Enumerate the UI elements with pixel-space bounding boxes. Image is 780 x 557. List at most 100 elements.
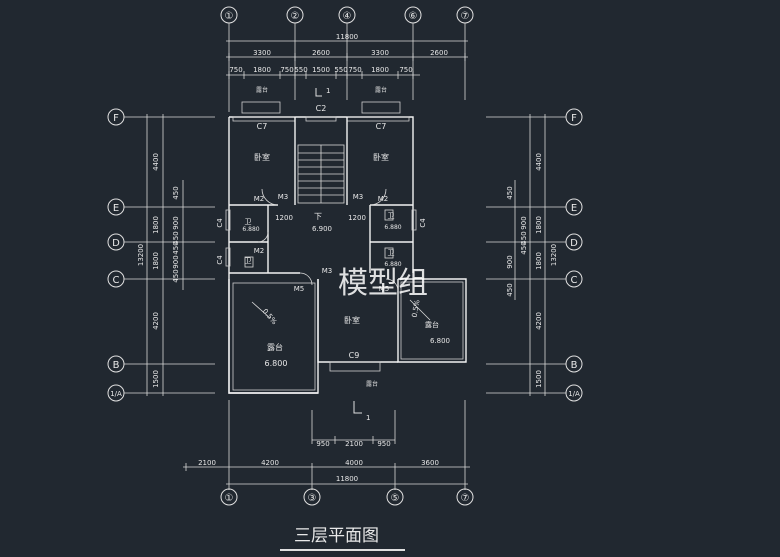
side-dim-outer-4: 1500 [152,370,160,388]
bedroom-label-nw: 卧室 [254,152,270,162]
rside-dim-inner-4: 900 [506,255,514,268]
door-m3-2: M3 [353,193,364,201]
rside-dim-inner-6: 450 [506,283,514,296]
bottom-dimensions: 950 2100 950 2100 4200 4000 3600 11800 [183,400,470,490]
side-dim-outer-2: 1800 [152,252,160,270]
top-dim-l2-3: 2600 [430,49,448,57]
door-m2-1: M2 [254,195,265,203]
inner-dim-right: 1200 [348,214,366,222]
bottom-dim-l2-1: 4200 [261,459,279,467]
bedroom-label-s: 卧室 [344,315,360,325]
balcony-label-sw: 露台 [267,342,283,352]
top-axis-markers: ① ② ④ ⑥ ⑦ [220,6,474,112]
door-m5-2: M5 [379,285,390,293]
axis-label-left-3: C [113,275,120,286]
door-m3-1: M3 [278,193,289,201]
axis-label-left-5: 1/A [110,390,122,398]
axis-label-top-4: ⑦ [461,11,470,22]
balcony-label-top-left: 露台 [256,86,268,94]
wc-label-e: 卫 [388,249,395,257]
left-axis-markers: F E D C B 1/A [107,108,215,402]
rside-dim-inner-0: 450 [506,186,514,199]
top-dim-l3-4: 1500 [312,66,330,74]
side-dim-inner-3: 450 [172,241,180,254]
rside-dim-outer-4: 1500 [535,370,543,388]
rside-dim-outer-0: 4400 [535,153,543,171]
bottom-dim-l2-2: 4000 [345,459,363,467]
top-dim-l2-1: 2600 [312,49,330,57]
window-c2: C2 [316,104,327,113]
rside-dim-inner-1: 900 [520,216,528,229]
right-dimensions: 4400 1800 1800 4200 1500 13200 450 900 4… [506,153,558,388]
window-c7-right: C7 [376,122,387,131]
elevation-labels: 6.900 6.880 6.880 6.800 6.800 6.880 [242,224,450,368]
top-dim-l2-0: 3300 [253,49,271,57]
window-c4-left-1: C4 [216,218,224,228]
top-dim-total: 11800 [336,33,358,41]
elevation-wc-e: 6.880 [384,261,401,268]
top-dim-l3-6: 750 [348,66,361,74]
axis-label-bottom-3: ⑦ [461,493,470,504]
window-c4-left-2: C4 [216,255,224,265]
rside-dim-inner-3: 450 [520,241,528,254]
rside-dim-outer-1: 1800 [535,216,543,234]
stair-treads [297,144,345,204]
room-labels: 露台 露台 卧室 卧室 卧室 露台 露台 露台 下 卫 卫 卫 卫 [245,86,440,388]
rside-dim-outer-2: 1800 [535,252,543,270]
bath-label-e: 卫 [388,212,395,220]
side-dim-outer-1: 1800 [152,216,160,234]
axis-label-left-0: F [113,113,119,124]
left-dimensions: 4400 1800 1800 4200 1500 13200 450 900 4… [137,153,180,388]
door-m2-3: M2 [254,247,265,255]
section-mark-top: 1 [315,87,330,97]
axis-label-right-3: C [571,275,578,286]
axis-label-right-5: 1/A [568,390,580,398]
elevation-bath-w: 6.880 [242,226,259,233]
axis-label-top-3: ⑥ [409,11,418,22]
section-label-bottom: 1 [366,414,370,422]
axis-label-bottom-1: ③ [308,493,317,504]
stair-down-label: 下 [314,212,322,221]
door-labels: M2 M2 M2 M3 M3 M3 M5 M5 [254,193,390,293]
window-c9: C9 [349,351,360,360]
axis-label-left-2: D [112,238,120,249]
top-dim-l3-3: 550 [294,66,307,74]
bottom-dim-l1-2: 950 [377,440,390,448]
drawing-title-block: 三层平面图 [280,526,405,551]
balcony-label-se: 露台 [425,320,439,329]
balcony-label-bottom: 露台 [366,380,378,388]
bottom-dim-l2-3: 3600 [421,459,439,467]
axis-label-right-0: F [571,113,577,124]
rside-dim-inner-2: 450 [520,231,528,244]
section-mark-bottom: 1 [353,401,370,422]
slope-left: 0.5% [261,307,279,326]
side-dim-inner-4: 900 [172,255,180,268]
axis-label-top-2: ④ [343,11,352,22]
bottom-dim-l2-0: 2100 [198,459,216,467]
rside-dim-total: 13200 [550,244,558,266]
window-c7-left: C7 [257,122,268,131]
top-dim-l2-2: 3300 [371,49,389,57]
top-dim-l3-5: 550 [334,66,347,74]
watermark: 模型组 [338,266,428,301]
balcony-label-top-right: 露台 [375,86,387,94]
top-dim-l3-8: 750 [399,66,412,74]
side-dim-inner-1: 900 [172,216,180,229]
top-dim-l3-7: 1800 [371,66,389,74]
side-dim-inner-0: 450 [172,186,180,199]
top-dim-l3-2: 750 [280,66,293,74]
inner-dim-left: 1200 [275,214,293,222]
window-labels: C2 C7 C7 C4 C4 C4 C9 [216,104,427,360]
axis-label-left-1: E [113,203,119,214]
top-dim-l3-0: 750 [229,66,242,74]
top-dim-l3-1: 1800 [253,66,271,74]
building-walls [225,101,467,394]
door-m3-3: M3 [322,267,333,275]
door-m5-1: M5 [294,285,305,293]
axis-label-right-2: D [570,238,578,249]
slope-right: 0.5% [411,299,422,318]
side-dim-inner-2: 450 [172,231,180,244]
window-c4-right: C4 [419,218,427,228]
door-m2-2: M2 [378,195,389,203]
